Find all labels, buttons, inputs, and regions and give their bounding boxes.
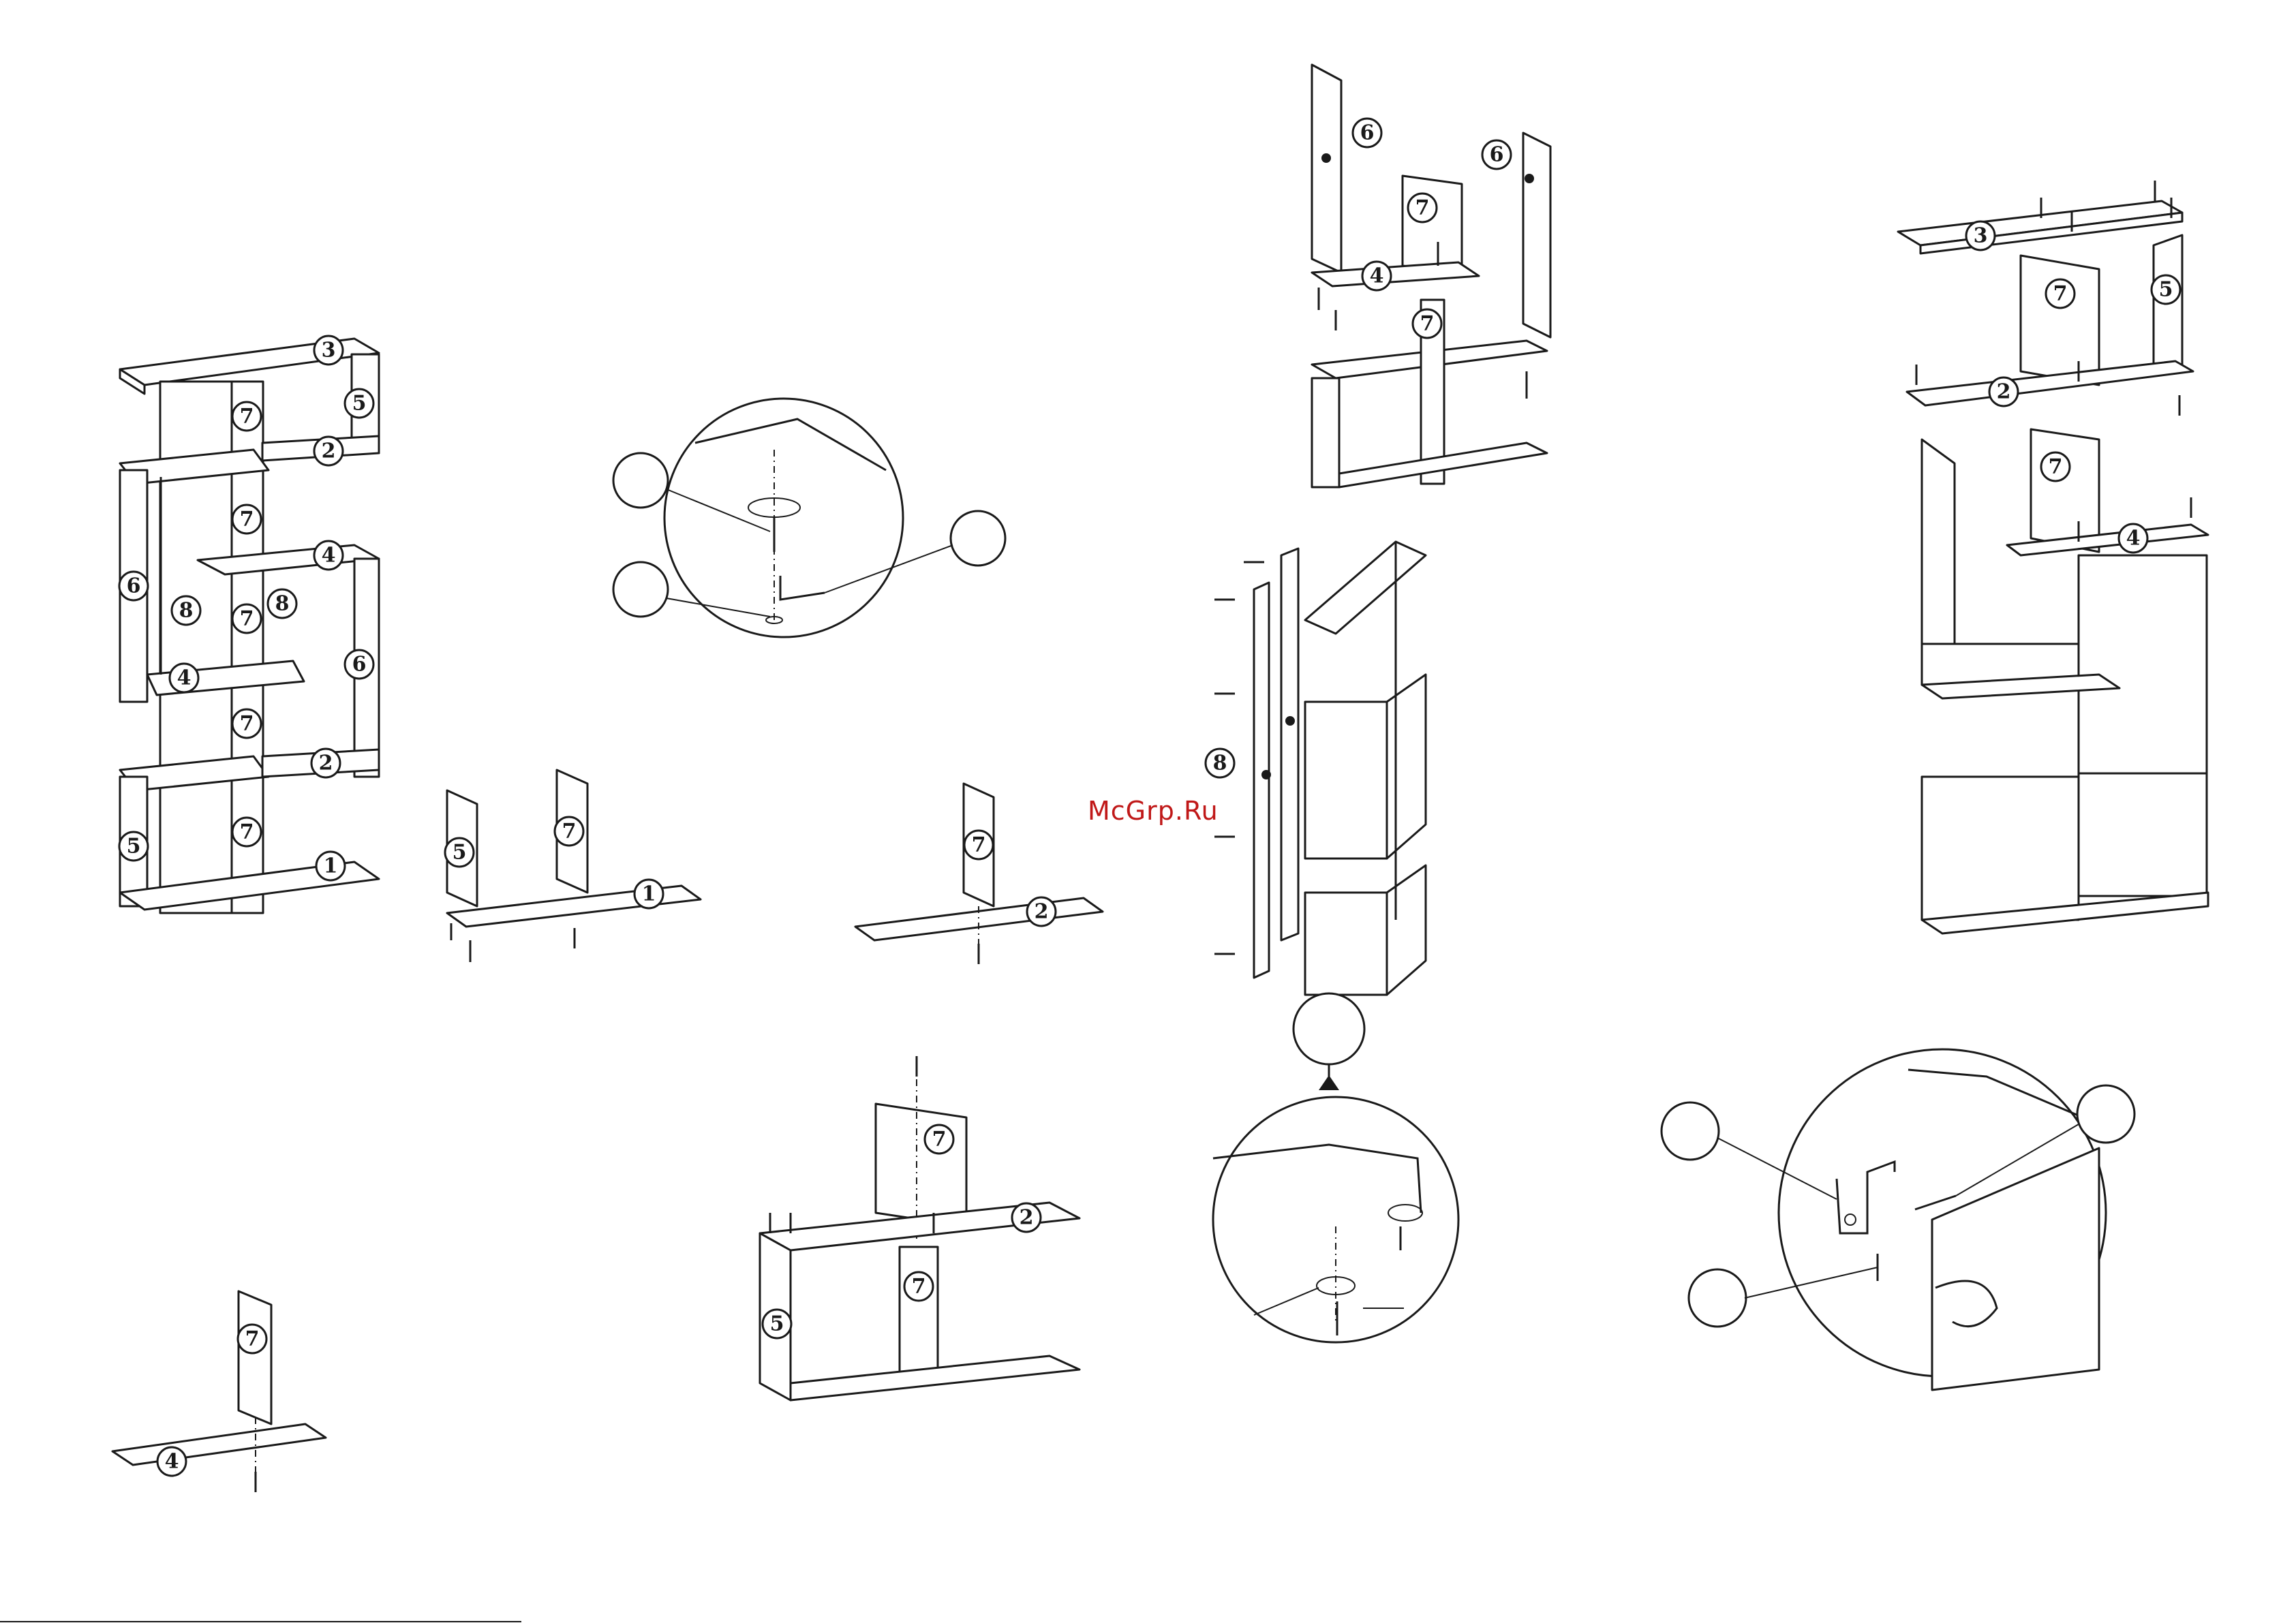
part-number-badge: 8 xyxy=(172,596,200,625)
part-number-label: 8 xyxy=(1213,752,1227,775)
part-number-label: 5 xyxy=(352,392,367,416)
part-number-label: 4 xyxy=(322,544,336,568)
step-side-panels-8 xyxy=(1214,542,1426,1090)
part-number-badge: 7 xyxy=(555,817,583,846)
part-number-label: 6 xyxy=(1490,143,1504,167)
part-number-badge: 5 xyxy=(445,838,474,867)
part-number-badge: 4 xyxy=(314,541,343,570)
part-number-label: 8 xyxy=(179,599,194,623)
part-number-badge: 3 xyxy=(1966,221,1995,250)
part-number-label: 2 xyxy=(322,439,336,463)
part-number-badge: 2 xyxy=(1027,897,1056,926)
part-number-label: 3 xyxy=(322,339,336,362)
part-number-label: 7 xyxy=(245,1327,260,1351)
part-number-label: 4 xyxy=(177,666,192,690)
part-number-badge: 3 xyxy=(314,336,343,365)
part-number-label: 7 xyxy=(240,712,254,736)
part-number-badge: 2 xyxy=(311,749,340,777)
part-number-label: 2 xyxy=(1020,1206,1034,1230)
part-number-label: 7 xyxy=(240,607,254,631)
part-number-badge: 1 xyxy=(316,852,345,880)
part-number-badge: 4 xyxy=(170,664,198,692)
part-number-badge: 2 xyxy=(1989,377,2018,406)
foot-detail xyxy=(1213,1097,1458,1342)
part-number-label: 7 xyxy=(240,405,254,429)
part-number-badge: 7 xyxy=(2041,452,2070,481)
part-number-label: 2 xyxy=(1035,900,1049,924)
part-number-badge: 6 xyxy=(1482,140,1511,169)
part-number-label: 6 xyxy=(352,653,367,677)
part-number-label: 1 xyxy=(324,854,338,878)
part-number-badge: 7 xyxy=(1408,194,1437,222)
part-number-badge: 4 xyxy=(157,1447,186,1476)
part-number-label: 6 xyxy=(1360,121,1375,145)
part-number-badge: 7 xyxy=(925,1125,953,1154)
part-number-label: 7 xyxy=(912,1275,926,1299)
part-number-badge: 7 xyxy=(904,1272,933,1301)
part-number-label: 7 xyxy=(2053,282,2068,306)
part-number-badge: 2 xyxy=(1012,1203,1041,1232)
cam-lock-detail xyxy=(613,399,1005,637)
part-number-label: 5 xyxy=(770,1312,784,1336)
part-number-badge: 7 xyxy=(232,505,261,534)
part-number-badge: 2 xyxy=(314,437,343,465)
part-number-badge: 7 xyxy=(232,604,261,633)
part-number-label: 4 xyxy=(1370,264,1384,288)
part-number-badge: 6 xyxy=(345,650,373,679)
part-number-label: 7 xyxy=(1415,196,1430,220)
part-number-label: 2 xyxy=(319,752,333,775)
part-number-badge: 7 xyxy=(232,402,261,431)
wall-bracket-detail xyxy=(1662,1049,2134,1390)
part-number-label: 5 xyxy=(453,841,467,865)
step-base-panel-1 xyxy=(447,770,701,962)
part-number-label: 1 xyxy=(642,882,656,906)
part-number-label: 4 xyxy=(2126,527,2141,551)
part-number-badge: 7 xyxy=(238,1325,266,1353)
part-number-badge: 7 xyxy=(232,818,261,846)
part-number-label: 7 xyxy=(240,820,254,844)
part-number-label: 7 xyxy=(932,1128,947,1151)
part-number-label: 7 xyxy=(2049,455,2063,479)
part-number-badge: 4 xyxy=(2119,524,2147,553)
part-number-label: 7 xyxy=(562,820,577,844)
part-number-badge: 5 xyxy=(2152,275,2180,304)
step-panel-2 xyxy=(855,784,1103,964)
part-number-label: 5 xyxy=(127,835,141,859)
part-number-badge: 6 xyxy=(119,572,148,600)
part-number-badge: 7 xyxy=(2046,279,2075,308)
part-number-label: 3 xyxy=(1974,224,1988,248)
part-number-badge: 5 xyxy=(345,389,373,418)
part-number-badge: 5 xyxy=(119,832,148,861)
part-number-label: 8 xyxy=(275,592,290,616)
part-number-badge: 7 xyxy=(232,709,261,738)
part-number-badge: 4 xyxy=(1362,262,1391,290)
part-number-badge: 7 xyxy=(1413,309,1441,338)
part-number-label: 7 xyxy=(1420,312,1435,336)
part-number-label: 2 xyxy=(1997,380,2011,404)
part-number-label: 7 xyxy=(240,508,254,531)
part-number-badge: 8 xyxy=(268,589,296,618)
step-top-right-lower xyxy=(1922,429,2208,933)
part-number-badge: 7 xyxy=(964,831,993,859)
part-number-badge: 6 xyxy=(1353,119,1381,147)
step-upper-section xyxy=(1312,65,1550,487)
part-number-badge: 8 xyxy=(1206,749,1234,777)
part-number-label: 5 xyxy=(2159,278,2173,302)
part-number-label: 6 xyxy=(127,574,141,598)
part-number-badge: 5 xyxy=(763,1310,791,1338)
part-number-badge: 1 xyxy=(634,880,663,908)
part-number-label: 4 xyxy=(165,1450,179,1474)
part-number-label: 7 xyxy=(972,833,986,857)
step-panel-4 xyxy=(112,1291,326,1492)
